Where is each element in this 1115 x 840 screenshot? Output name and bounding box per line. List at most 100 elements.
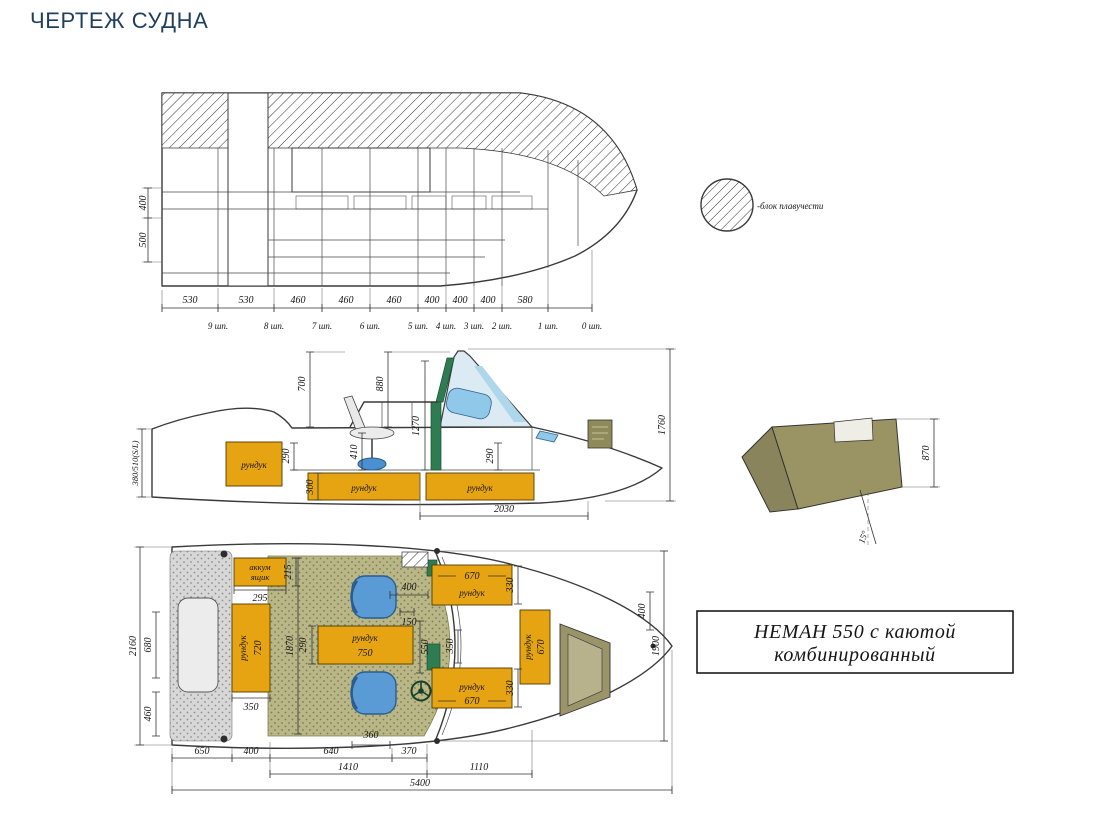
dim-300-label: 300 <box>305 480 316 496</box>
dim-1410-label: 1410 <box>338 762 358 773</box>
station-label: 9 шп. <box>208 321 228 331</box>
section-column <box>227 92 269 287</box>
dim-640-label: 640 <box>324 746 339 757</box>
legend-label: -блок плавучести <box>757 201 824 211</box>
dim-400-right-label: 400 <box>637 604 648 619</box>
floor-locker-1 <box>307 472 421 501</box>
dim-290-fore-label: 290 <box>485 449 496 464</box>
motor-notch <box>833 417 874 443</box>
dim-400-label: 400 <box>244 746 259 757</box>
frame-grid <box>217 148 579 286</box>
title-block: НЕМАН 550 с каютой комбинированный <box>696 610 1014 674</box>
seat-base <box>357 457 387 471</box>
cabin-door-window <box>446 387 492 420</box>
aft-locker <box>225 441 283 487</box>
dim-label: 400 <box>425 295 440 306</box>
plan-view-dimensions: 295 215 350 1870 290 550 400 150 350 330… <box>128 546 673 794</box>
helm-seat-side <box>343 395 395 471</box>
dim-550-label: 550 <box>420 640 431 655</box>
dim-5400-label: 5400 <box>410 778 430 789</box>
dim-870-label: 870 <box>921 446 932 461</box>
center-locker <box>317 625 414 665</box>
dim-stern-label: 380/510(S/L) <box>130 440 140 486</box>
aft-locker-label: рундук <box>240 460 267 470</box>
dim-2030-label: 2030 <box>494 504 514 515</box>
dim-370-label: 370 <box>401 746 417 757</box>
battery-label-line1: аккум <box>249 562 271 572</box>
berth-locker-label: рундук <box>458 588 485 598</box>
dim-label: 400 <box>453 295 468 306</box>
dim-label: 580 <box>518 295 533 306</box>
dim-330-top-label: 330 <box>505 578 516 594</box>
bow-locker-box <box>587 419 613 449</box>
dim-330-bottom-label: 330 <box>505 681 516 697</box>
dim-670-side-label: 670 <box>536 640 547 655</box>
bow-side-locker: рундук 670 <box>519 609 551 685</box>
page-title: ЧЕРТЕЖ СУДНА <box>30 8 209 33</box>
dim-label: 400 <box>481 295 496 306</box>
dim-700-label: 700 <box>297 377 308 392</box>
door-frame-lower <box>430 401 442 471</box>
berth-locker-label: рундук <box>458 682 485 692</box>
dim-1110-label: 1110 <box>470 762 489 773</box>
engine-well <box>177 597 219 693</box>
station-label: 5 шп. <box>408 321 428 331</box>
floor-locker-2-label: рундук <box>466 483 493 493</box>
dim-label: 530 <box>239 295 254 306</box>
station-label: 2 шп. <box>492 321 512 331</box>
dim-label: 460 <box>387 295 402 306</box>
floor-locker-2 <box>425 472 535 501</box>
bow-window <box>535 430 559 443</box>
dim-670-top-label: 670 <box>465 571 480 582</box>
dim-215-label: 215 <box>283 565 294 580</box>
title-block-line2: комбинированный <box>774 644 936 666</box>
stringers <box>162 191 548 274</box>
floor-locker-1-label: рундук <box>350 483 377 493</box>
station-label: 4 шп. <box>436 321 456 331</box>
rail-posts <box>381 402 413 427</box>
dim-label: 500 <box>138 233 149 248</box>
buoyancy-legend: -блок плавучести <box>700 178 824 232</box>
bow-side-locker-label: рундук <box>523 633 533 660</box>
frame-plan-view: 530 530 460 460 460 400 400 400 580 9 шп… <box>138 92 638 331</box>
helm-seat-top <box>350 575 397 619</box>
battery-label-line2: ящик <box>250 572 271 582</box>
dim-angle-label: 15° <box>856 529 870 544</box>
windshield-glass <box>474 366 526 422</box>
dim-label: 400 <box>138 196 149 211</box>
hatched-circle-icon <box>700 178 754 232</box>
dim-1270-label: 1270 <box>411 416 422 436</box>
dim-290-aft-label: 290 <box>281 449 292 464</box>
port-locker-label: рундук <box>238 634 248 661</box>
station-label: 1 шп. <box>538 321 558 331</box>
dim-label: 530 <box>183 295 198 306</box>
center-locker-label: рундук <box>351 633 378 643</box>
deck-cleats <box>220 548 656 744</box>
dim-290-label: 290 <box>298 638 309 653</box>
dim-1900-label: 1900 <box>651 636 662 656</box>
dim-720-label: 720 <box>253 641 264 656</box>
station-label: 3 шп. <box>463 321 484 331</box>
dim-680-label: 680 <box>143 638 154 653</box>
station-label: 0 шп. <box>582 321 602 331</box>
station-label: 7 шп. <box>312 321 332 331</box>
cabin-structure <box>291 147 431 193</box>
window-row <box>295 195 533 210</box>
station-dimension-chain: 530 530 460 460 460 400 400 400 580 9 шп… <box>161 250 602 331</box>
buoyancy-hatch-band <box>161 92 638 197</box>
transom-view: 870 15° <box>741 417 940 548</box>
battery-box: аккум ящик <box>233 557 287 587</box>
port-berth-locker: рундук 670 <box>431 667 513 709</box>
steering-wheel-icon <box>410 680 432 702</box>
dim-880-label: 880 <box>375 377 386 392</box>
station-label: 8 шп. <box>264 321 284 331</box>
dim-460-label: 460 <box>143 707 154 722</box>
title-block-line1: НЕМАН 550 с каютой <box>753 621 956 643</box>
station-label: 6 шп. <box>360 321 380 331</box>
transom-dimensions: 870 15° <box>856 418 940 548</box>
dim-label: 460 <box>291 295 306 306</box>
dim-1760-label: 1760 <box>657 415 668 435</box>
side-profile-view: рундук рундук рундук 380/510(S/L) 700 88… <box>130 348 676 520</box>
dim-1870-label: 1870 <box>285 636 296 656</box>
hull-side <box>151 407 663 506</box>
